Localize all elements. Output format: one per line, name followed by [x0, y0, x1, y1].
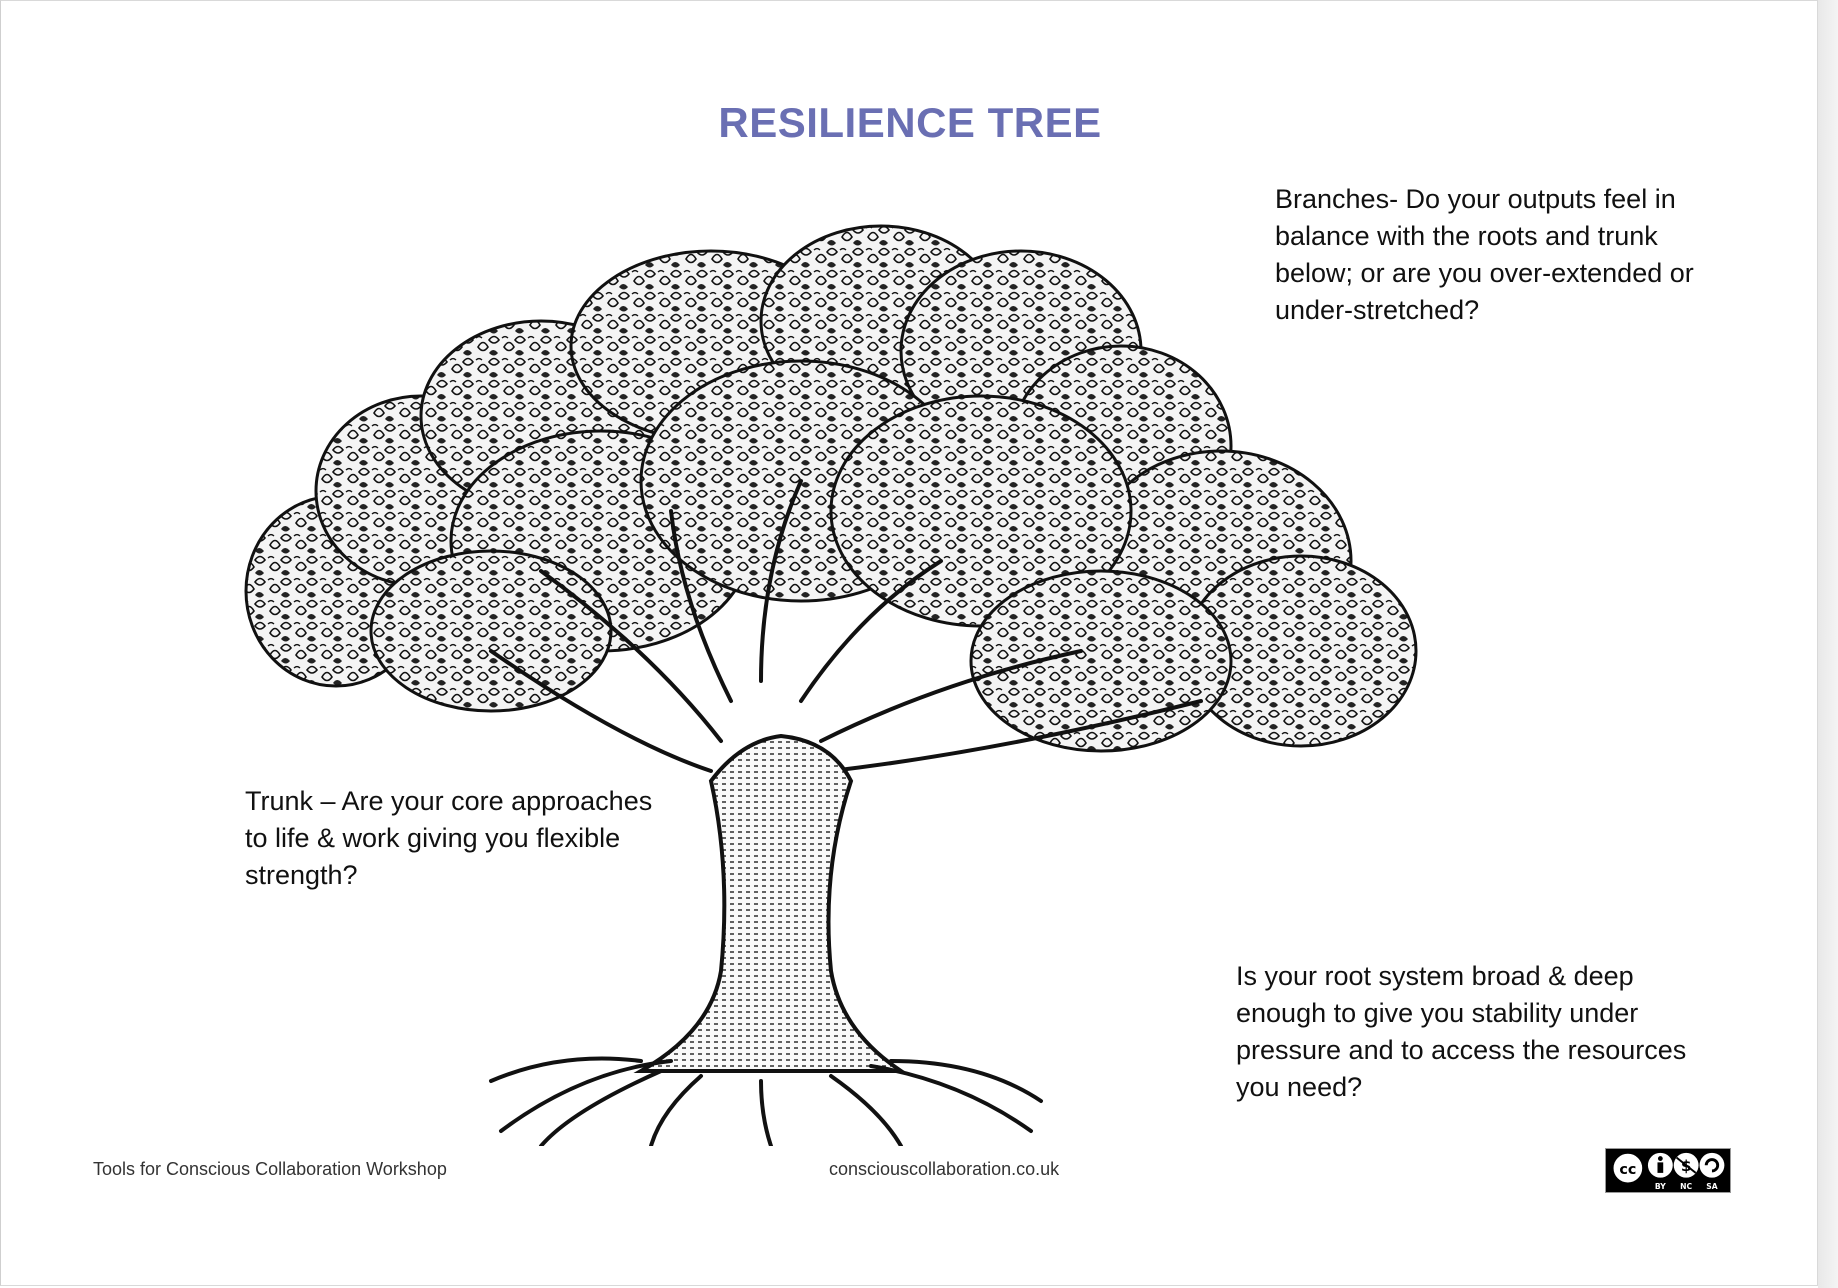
trunk — [633, 733, 908, 1073]
viewer-edge — [1818, 0, 1838, 1288]
cc-by-label: BY — [1655, 1182, 1666, 1191]
branches — [489, 479, 1203, 773]
roots — [489, 1056, 1043, 1146]
roots-note: Is your root system broad & deep enough … — [1236, 961, 1687, 1102]
page-title: RESILIENCE TREE — [718, 99, 1102, 146]
footer-workshop-label: Tools for Conscious Collaboration Worksh… — [93, 1159, 447, 1179]
canopy — [244, 224, 1418, 753]
cc-by-nc-sa-icon: cc $ BY NC SA — [1605, 1148, 1731, 1193]
trunk-note: Trunk – Are your core approaches to life… — [245, 786, 653, 890]
tree-illustration — [241, 181, 1541, 1146]
cc-nc-label: NC — [1680, 1182, 1692, 1191]
svg-text:cc: cc — [1619, 1162, 1636, 1178]
branches-note: Branches- Do your outputs feel in balanc… — [1275, 184, 1694, 325]
footer-website: consciouscollaboration.co.uk — [829, 1159, 1060, 1179]
cc-sa-label: SA — [1706, 1182, 1717, 1191]
